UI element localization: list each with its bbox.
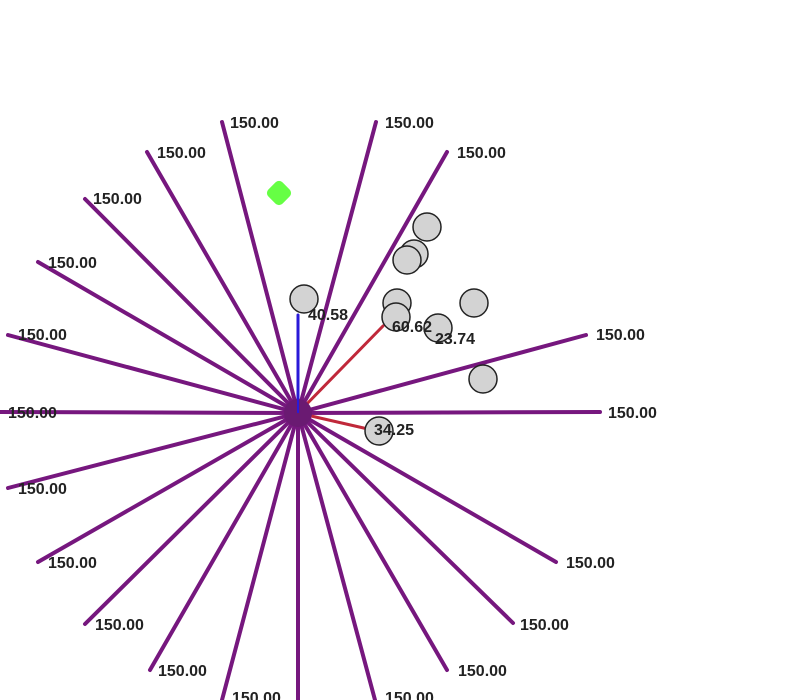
obstacle [364,416,394,446]
agent-layer [284,383,312,427]
ray-range-label: 150.00 [8,405,57,422]
sensor-ray [145,150,300,415]
ray-range-label: 150.00 [520,617,569,634]
obstacle [423,313,453,343]
ray-range-label: 150.00 [385,115,434,132]
ray-range-label: 150.00 [458,663,507,680]
sensor-ray [296,411,377,700]
sensor-ray [296,411,515,625]
sensor-ray [83,197,300,415]
ray-range-label: 150.00 [18,327,67,344]
ray-range-label: 150.00 [158,663,207,680]
goal-layer [266,180,292,206]
ray-range-label: 150.00 [566,555,615,572]
sensor-ray [6,411,300,490]
sensor-ray [36,260,300,415]
ray-range-label: 150.00 [457,145,506,162]
ray-labels: 150.00 150.00 150.00 150.00 150.00 150.00 150.… [8,115,657,700]
sensor-ray [220,411,300,700]
ray-range-label: 150.00 [608,405,657,422]
sensor-ray [0,410,300,415]
sensor-reading-beam [296,324,385,415]
sensor-reading-label: 34.25 [374,422,414,439]
ray-range-label: 150.00 [48,255,97,272]
goal-marker [266,180,292,206]
obstacle [412,212,442,242]
ray-range-label: 150.00 [95,617,144,634]
sensor-ray [296,333,588,415]
obstacle [289,284,319,314]
sensor-ray [296,120,378,415]
ray-range-label: 150.00 [93,191,142,208]
sensor-reading-label: 60.62 [392,319,432,336]
obstacle [468,364,498,394]
sensor-ray [6,333,300,415]
obstacle [392,245,422,275]
sensor-ray [296,410,602,415]
ray-range-label: 150.00 [48,555,97,572]
sensor-ray [220,120,300,415]
ray-range-label: 150.00 [232,690,281,700]
sensor-ray [148,411,300,672]
sensor-ray [83,411,300,626]
sensor-reading-label: 40.58 [308,307,348,324]
obstacle [459,288,489,318]
sensor-rays [0,120,602,700]
sensor-ray [296,411,558,564]
ray-range-label: 150.00 [157,145,206,162]
sensor-ray [36,411,300,564]
ray-range-label: 150.00 [230,115,279,132]
sensor-reading-label: 23.74 [435,331,475,348]
ray-range-label: 150.00 [18,481,67,498]
obstacle [381,302,411,332]
ray-range-label: 150.00 [385,690,434,700]
sensor-ray [296,150,449,415]
obstacles [289,212,498,446]
ray-range-label: 150.00 [596,327,645,344]
sensor-ray [296,411,449,672]
